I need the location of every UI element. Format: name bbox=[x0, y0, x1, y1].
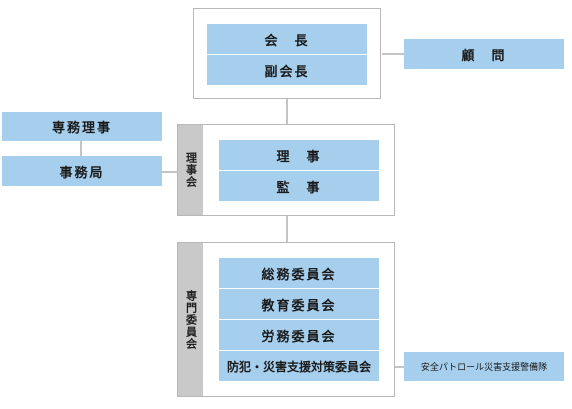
connector-top-to-board bbox=[286, 99, 288, 124]
board-frame bbox=[177, 124, 395, 216]
committee-education: 教育委員会 bbox=[219, 289, 379, 319]
office-box: 事務局 bbox=[2, 156, 162, 186]
connector-office-to-board bbox=[162, 171, 178, 173]
patrol-box: 安全パトロール災害支援警備隊 bbox=[404, 352, 564, 381]
advisor-box: 顧 問 bbox=[404, 39, 564, 69]
executive-director-box: 専務理事 bbox=[2, 112, 162, 141]
vice-president-box: 副会長 bbox=[207, 55, 367, 85]
board-side-label-text: 理事会 bbox=[184, 152, 198, 188]
connector-top-to-advisor bbox=[382, 53, 404, 55]
auditor-box: 監 事 bbox=[219, 171, 379, 201]
committee-general-affairs: 総務委員会 bbox=[219, 258, 379, 288]
connector-executive-to-office bbox=[80, 141, 82, 156]
committees-side-label-text: 専門委員会 bbox=[184, 289, 198, 350]
committee-crime-disaster: 防犯・災害支援対策委員会 bbox=[219, 351, 379, 381]
board-side-label: 理事会 bbox=[178, 125, 203, 215]
committee-labor: 労務委員会 bbox=[219, 320, 379, 350]
connector-board-to-committees bbox=[286, 216, 288, 242]
president-box: 会 長 bbox=[207, 24, 367, 54]
director-box: 理 事 bbox=[219, 140, 379, 170]
committees-side-label: 専門委員会 bbox=[178, 243, 203, 396]
